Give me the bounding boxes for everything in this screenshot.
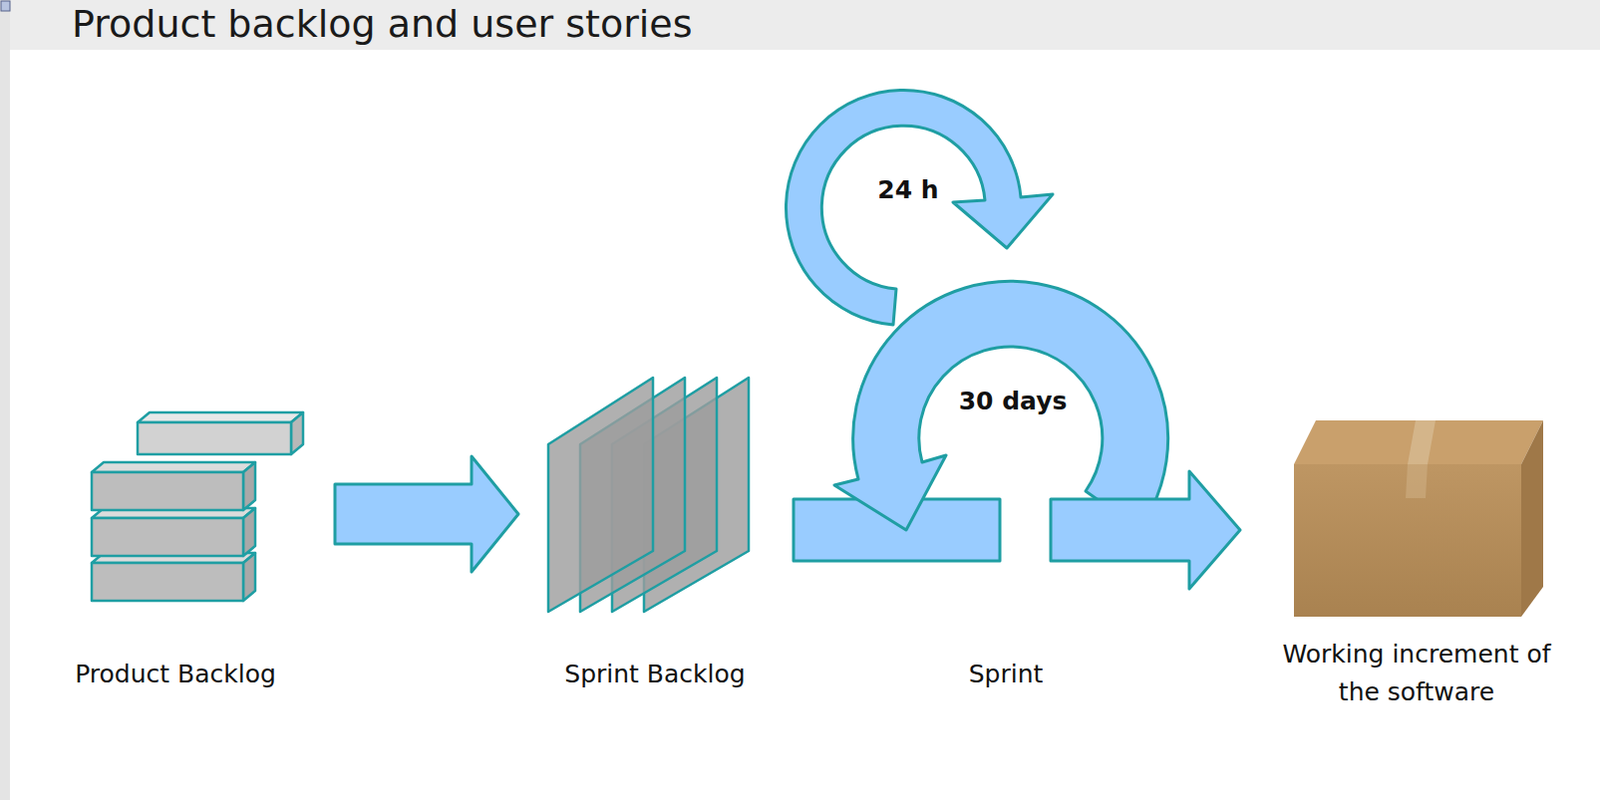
sheet xyxy=(548,377,653,613)
duration-label: 30 days xyxy=(959,386,1068,416)
slide-icon xyxy=(0,0,10,11)
node-label: Sprint Backlog xyxy=(535,655,775,694)
slide-title: Product backlog and user stories xyxy=(71,0,693,48)
block-arrow xyxy=(334,456,519,573)
backlog-stack xyxy=(91,412,304,602)
connector-layer xyxy=(334,456,1241,590)
increment-node: Working increment of the software xyxy=(1291,418,1546,619)
block-arrow xyxy=(1050,471,1241,590)
side-strip xyxy=(0,0,10,800)
node-label: Product Backlog xyxy=(45,655,306,694)
node-label: Working increment of the software xyxy=(1280,636,1553,712)
product-box xyxy=(1293,420,1544,618)
brick xyxy=(91,508,256,557)
title-band xyxy=(0,0,1600,50)
brick xyxy=(91,462,256,511)
node-label: Sprint xyxy=(916,655,1096,694)
backlog-sheets xyxy=(548,377,749,613)
sprint-loop xyxy=(834,281,1169,531)
backlog-node: Product Backlog xyxy=(89,408,310,609)
brick xyxy=(91,553,256,602)
sprint-backlog-node: Sprint Backlog xyxy=(546,374,754,617)
brick xyxy=(137,412,304,455)
duration-label: 24 h xyxy=(877,175,939,205)
sprint-node: Sprint xyxy=(853,89,1169,599)
